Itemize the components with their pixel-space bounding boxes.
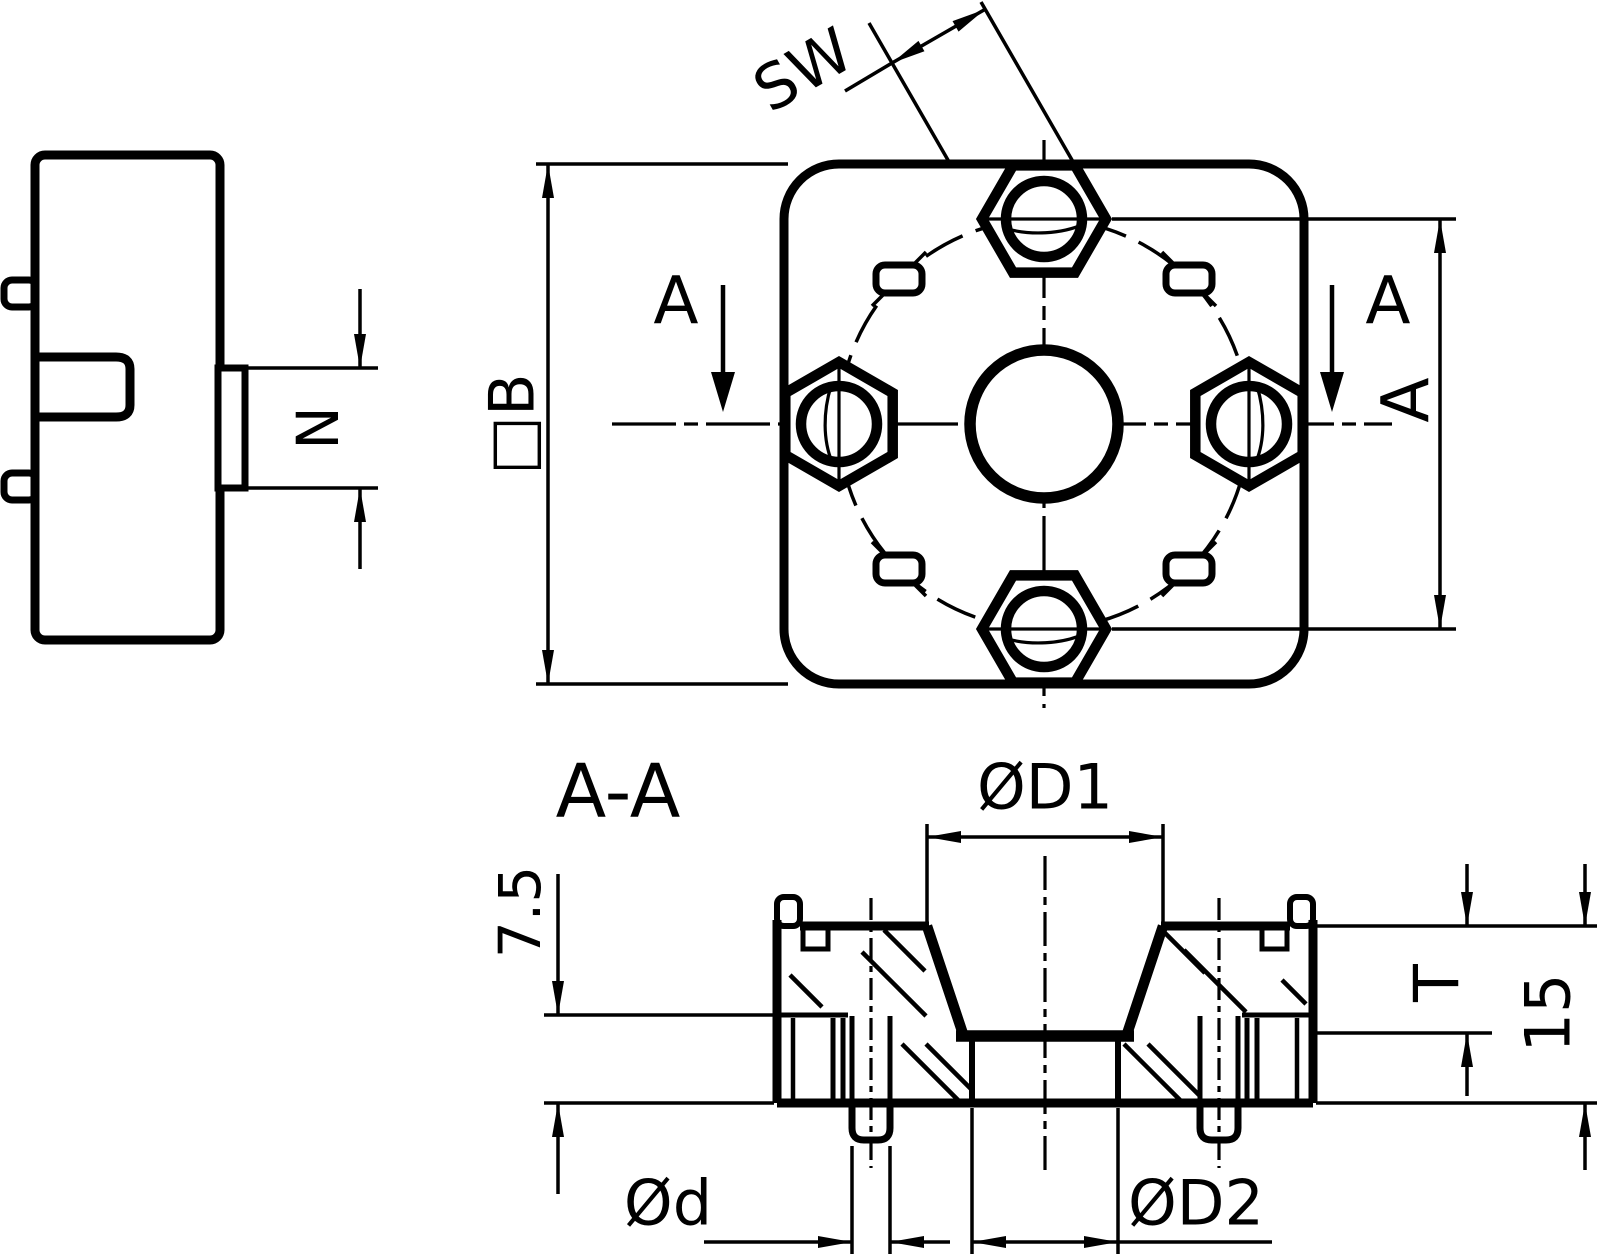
dim-label-15: 15: [1512, 974, 1585, 1053]
dimension-15: 15: [1316, 864, 1597, 1170]
section-title: A-A: [556, 749, 681, 835]
dimension-n: N: [248, 289, 378, 569]
dim-label-d2: ØD2: [1128, 1167, 1264, 1240]
dimension-7-5: 7.5: [486, 866, 774, 1194]
side-groove: [38, 352, 135, 422]
cut-label-left: A: [653, 263, 698, 340]
cut-arrow-left: [711, 372, 735, 412]
dimension-d1: ØD1: [925, 751, 1165, 928]
dim-tail: [844, 61, 893, 93]
slot-top-right: [1162, 261, 1216, 297]
thread-mark: [1003, 222, 1085, 235]
dimension-d-d2: Ød ØD2: [624, 1108, 1272, 1254]
dim-line: [891, 7, 986, 65]
slot-bottom-left: [872, 551, 926, 587]
recess-taper-right: [1122, 924, 1168, 1036]
dim-label-d1: ØD1: [977, 751, 1113, 824]
dim-label-d: Ød: [624, 1167, 712, 1240]
corner-slots: [870, 250, 1218, 598]
dimension-b: □B: [476, 162, 788, 686]
section-hatching: [788, 928, 1308, 1102]
side-view: N: [0, 150, 378, 645]
slot-top-left: [872, 261, 926, 297]
dim-label-7-5: 7.5: [486, 866, 554, 958]
thread-mark: [1003, 632, 1085, 645]
dim-label-n: N: [284, 406, 352, 449]
center-bore: [964, 344, 1124, 504]
section-view: A-A: [486, 749, 1597, 1254]
dim-label-a: A: [1368, 377, 1445, 422]
thread-mark: [1254, 385, 1265, 463]
side-boss: [214, 364, 249, 492]
thread-mark: [823, 385, 834, 463]
ear-left: [774, 894, 803, 929]
dimension-a: A: [1112, 217, 1456, 631]
section-cut-marks: A A: [653, 263, 1411, 412]
cut-arrow-right: [1320, 372, 1344, 412]
dim-label-t: T: [1401, 963, 1474, 1003]
dimension-t: T: [1316, 864, 1597, 1096]
hex-nuts: [780, 160, 1308, 688]
dim-label-b: □B: [476, 373, 549, 474]
recess-taper-left: [922, 924, 968, 1036]
cut-label-right: A: [1365, 263, 1410, 340]
slot-bottom-right: [1162, 551, 1216, 587]
ear-right: [1287, 894, 1316, 929]
